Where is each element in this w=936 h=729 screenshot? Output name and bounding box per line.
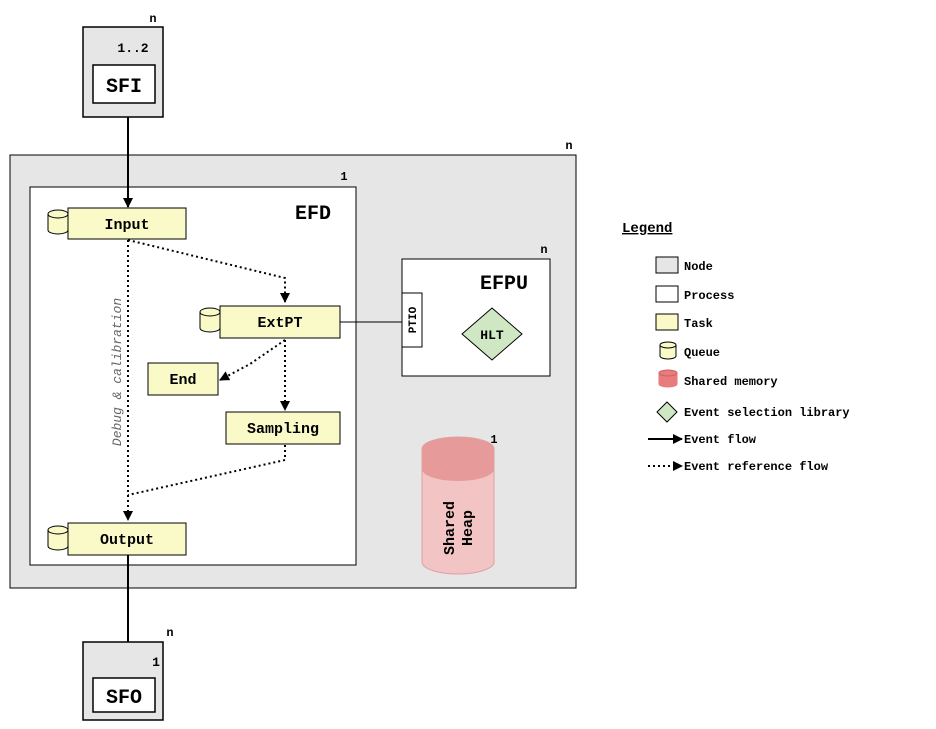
legend-title: Legend: [622, 221, 672, 237]
sfi-node: n 1..2 SFI: [82, 12, 164, 118]
legend-queue-label: Queue: [684, 346, 720, 360]
legend-shared-memory-icon: [658, 369, 678, 388]
efpu-label: EFPU: [480, 273, 528, 296]
efpu-process: n EFPU PTIO HLT: [401, 243, 551, 377]
task-output: Output: [47, 522, 187, 556]
sfi-node-multiplicity: n: [149, 12, 156, 26]
ptio-box: [401, 292, 423, 348]
sfo-label: SFO: [106, 687, 142, 710]
sfo-node-multiplicity: n: [166, 626, 173, 640]
node-multiplicity: n: [565, 139, 572, 153]
legend-event-flow-label: Event flow: [684, 433, 757, 447]
task-input: Input: [47, 207, 187, 240]
heap-line2: Heap: [460, 510, 477, 546]
task-input-label: Input: [104, 217, 149, 234]
shared-heap: 1 Shared Heap: [421, 433, 498, 575]
heap-multiplicity: 1: [490, 433, 497, 447]
task-end: End: [147, 362, 219, 396]
queue-icon: [199, 307, 221, 333]
hlt-label: HLT: [480, 328, 504, 343]
legend-process-swatch: [655, 285, 679, 303]
task-sampling: Sampling: [225, 411, 341, 445]
legend-event-reference-flow-label: Event reference flow: [684, 460, 829, 474]
legend-task-label: Task: [684, 317, 713, 331]
sfi-process-multiplicity: 1..2: [117, 41, 148, 56]
efd-multiplicity: 1: [340, 170, 347, 184]
legend-node-swatch: [655, 256, 679, 274]
task-end-label: End: [169, 372, 196, 389]
sfi-process-box: [92, 64, 156, 104]
sfo-node: n 1 SFO: [82, 626, 174, 721]
legend-task-swatch: [655, 313, 679, 331]
legend-node-label: Node: [684, 260, 713, 274]
sfo-process-multiplicity: 1: [152, 655, 160, 670]
legend-event-selection-label: Event selection library: [684, 406, 850, 420]
sfi-label: SFI: [106, 76, 142, 99]
efd-label: EFD: [295, 203, 331, 226]
legend-queue-icon: [659, 341, 677, 360]
legend: Legend Node Process Task Queue Shared me…: [622, 221, 850, 474]
queue-icon: [47, 525, 69, 551]
task-sampling-label: Sampling: [247, 421, 319, 438]
legend-shared-memory-label: Shared memory: [684, 375, 778, 389]
sfo-process-box: [92, 677, 156, 713]
task-extpt: ExtPT: [199, 305, 341, 339]
debug-calibration-label: Debug & calibration: [110, 298, 125, 446]
efpu-multiplicity: n: [540, 243, 547, 257]
queue-icon: [47, 209, 69, 235]
task-extpt-label: ExtPT: [257, 315, 302, 332]
ptio-label: PTIO: [408, 306, 420, 333]
task-output-label: Output: [100, 532, 154, 549]
heap-line1: Shared: [442, 501, 459, 555]
edge-input-extpt: [127, 239, 290, 303]
legend-event-selection-icon: [656, 401, 678, 423]
edge-extpt-end: [219, 339, 286, 381]
legend-process-label: Process: [684, 289, 734, 303]
edge-sampling-output: [127, 445, 286, 496]
hlt-diamond: [461, 307, 523, 361]
